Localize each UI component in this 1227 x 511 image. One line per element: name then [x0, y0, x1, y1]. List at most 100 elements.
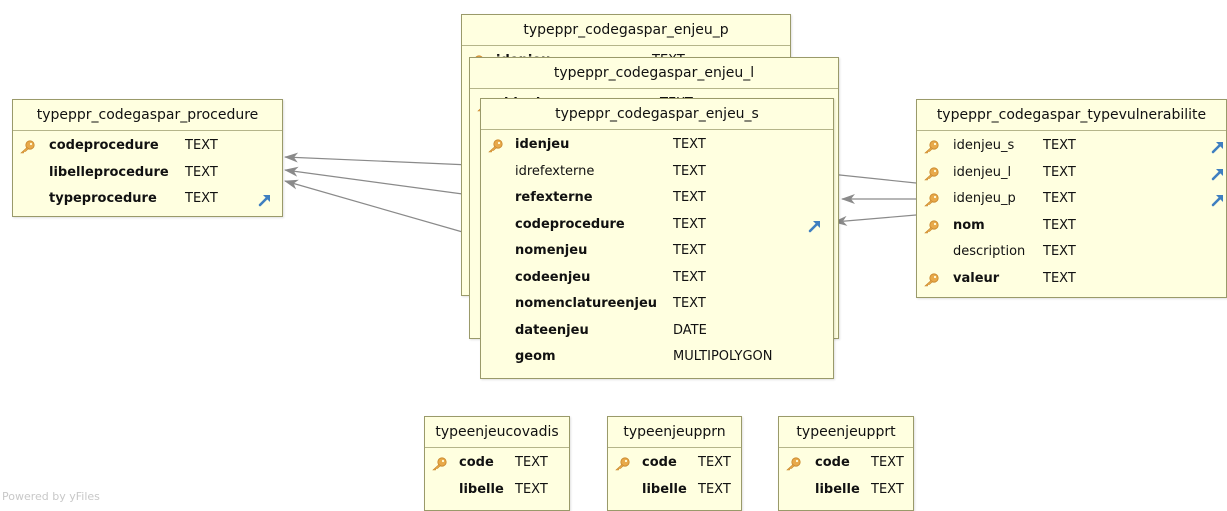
arrow-up-right-icon[interactable] — [258, 191, 272, 207]
key-icon — [923, 165, 939, 180]
edge-enjeu_s-to-procedure — [284, 179, 481, 238]
column-type: TEXT — [1043, 217, 1076, 233]
key-icon — [785, 455, 801, 471]
column-name: idenjeu_s — [953, 138, 1015, 153]
column-name: codeenjeu — [515, 269, 591, 285]
column-type: TEXT — [515, 481, 548, 497]
edge-vuln-to-enjeu_p — [833, 214, 917, 226]
column-name: idenjeu_p — [953, 191, 1016, 206]
column-name: code — [459, 455, 494, 470]
key-icon — [431, 455, 447, 471]
column-name: dateenjeu — [515, 322, 589, 338]
column-type: TEXT — [185, 164, 218, 180]
column-row[interactable]: idenjeu_s TEXT — [917, 133, 1226, 160]
key-icon — [923, 271, 939, 286]
column-type: TEXT — [673, 243, 706, 258]
column-name: idrefexterne — [515, 163, 595, 179]
column-row[interactable]: idenjeu_p TEXT — [917, 186, 1226, 213]
column-type: TEXT — [1043, 270, 1076, 286]
column-type: TEXT — [1043, 164, 1076, 180]
column-row[interactable]: codeprocedure TEXT — [481, 212, 833, 239]
column-row[interactable]: codeenjeu TEXT — [481, 265, 833, 292]
key-icon — [923, 138, 939, 154]
column-name: libelle — [642, 481, 687, 497]
column-type: TEXT — [673, 190, 706, 205]
column-name: codeprocedure — [49, 138, 159, 153]
column-row[interactable]: description TEXT — [917, 239, 1226, 266]
column-type: TEXT — [673, 269, 706, 285]
column-row[interactable]: idenjeu TEXT — [481, 132, 833, 159]
table-title: typeppr_codegaspar_typevulnerabilite — [917, 100, 1226, 131]
column-row[interactable]: dateenjeu DATE — [481, 318, 833, 345]
edge-enjeu_l-to-procedure — [284, 166, 471, 196]
column-type: TEXT — [871, 455, 904, 470]
arrow-up-right-icon[interactable] — [1211, 191, 1225, 207]
table-title: typeppr_codegaspar_enjeu_l — [470, 58, 838, 89]
column-type: TEXT — [673, 296, 706, 311]
table-title: typeppr_codegaspar_procedure — [13, 100, 282, 131]
column-name: valeur — [953, 270, 1000, 286]
table-title: typeppr_codegaspar_enjeu_p — [462, 15, 790, 46]
column-type: TEXT — [515, 455, 548, 470]
table-title: typeenjeupprt — [779, 417, 913, 448]
column-name: nom — [953, 217, 985, 233]
column-row[interactable]: libelle TEXT — [779, 477, 913, 504]
column-row[interactable]: libelle TEXT — [608, 477, 741, 504]
column-type: TEXT — [185, 191, 218, 206]
column-type: TEXT — [698, 481, 731, 497]
arrow-up-right-icon[interactable] — [1211, 138, 1225, 154]
column-row[interactable]: nom TEXT — [917, 213, 1226, 240]
column-type: TEXT — [185, 138, 218, 153]
column-type: TEXT — [673, 216, 706, 232]
arrow-up-right-icon[interactable] — [808, 217, 822, 232]
column-row[interactable]: idenjeu_l TEXT — [917, 160, 1226, 187]
column-row[interactable]: idrefexterne TEXT — [481, 159, 833, 186]
column-name: libelle — [815, 481, 860, 497]
column-name: idenjeu — [515, 137, 570, 152]
column-name: code — [642, 455, 677, 470]
column-name: nomenjeu — [515, 243, 588, 258]
column-name: refexterne — [515, 190, 593, 205]
arrow-up-right-icon[interactable] — [1211, 165, 1225, 180]
column-row[interactable]: valeur TEXT — [917, 266, 1226, 293]
column-row[interactable]: codeprocedure TEXT — [13, 133, 282, 160]
column-row[interactable]: refexterne TEXT — [481, 185, 833, 212]
column-type: TEXT — [673, 137, 706, 152]
key-icon — [19, 138, 35, 154]
column-type: DATE — [673, 322, 707, 338]
column-row[interactable]: code TEXT — [425, 450, 569, 477]
key-icon — [923, 218, 939, 233]
column-type: TEXT — [871, 481, 904, 497]
column-row[interactable]: nomenjeu TEXT — [481, 238, 833, 265]
column-name: description — [953, 244, 1026, 259]
column-name: idenjeu_l — [953, 164, 1012, 180]
column-type: TEXT — [1043, 138, 1076, 153]
column-type: TEXT — [1043, 191, 1076, 206]
watermark: Powered by yFiles — [2, 490, 100, 503]
column-type: TEXT — [1043, 244, 1076, 259]
column-type: TEXT — [673, 163, 706, 179]
table-title: typeenjeupprn — [608, 417, 741, 448]
column-name: codeprocedure — [515, 216, 625, 232]
table-title: typeppr_codegaspar_enjeu_s — [481, 99, 833, 130]
key-icon — [487, 137, 503, 153]
column-type: MULTIPOLYGON — [673, 349, 773, 364]
key-icon — [923, 191, 939, 207]
